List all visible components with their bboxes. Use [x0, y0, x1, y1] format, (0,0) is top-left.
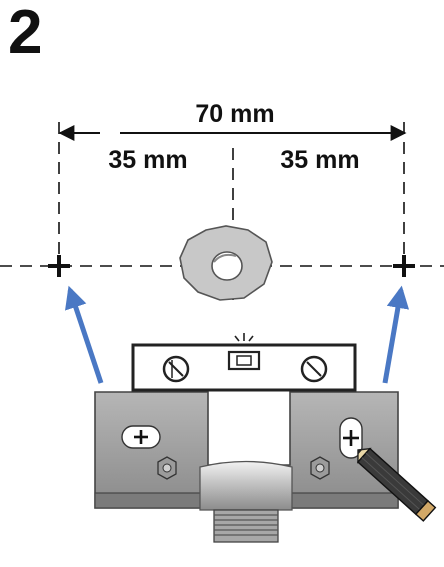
wall-pipe-icon [179, 225, 273, 301]
step-number: 2 [8, 0, 43, 67]
spirit-level-icon [131, 333, 357, 392]
pencil-icon [356, 447, 437, 522]
central-fitting [199, 460, 293, 511]
arrow-left-to-mark [65, 285, 104, 384]
dimension-label-total: 70 mm [195, 100, 274, 128]
dimension-label-left: 35 mm [108, 146, 187, 174]
mounting-bracket [94, 391, 399, 543]
dimension-label-right: 35 mm [280, 146, 359, 174]
crosshair-plus-icon-left [48, 255, 70, 277]
crosshair-plus-icon-right [393, 255, 415, 277]
arrow-right-to-mark [382, 285, 410, 384]
